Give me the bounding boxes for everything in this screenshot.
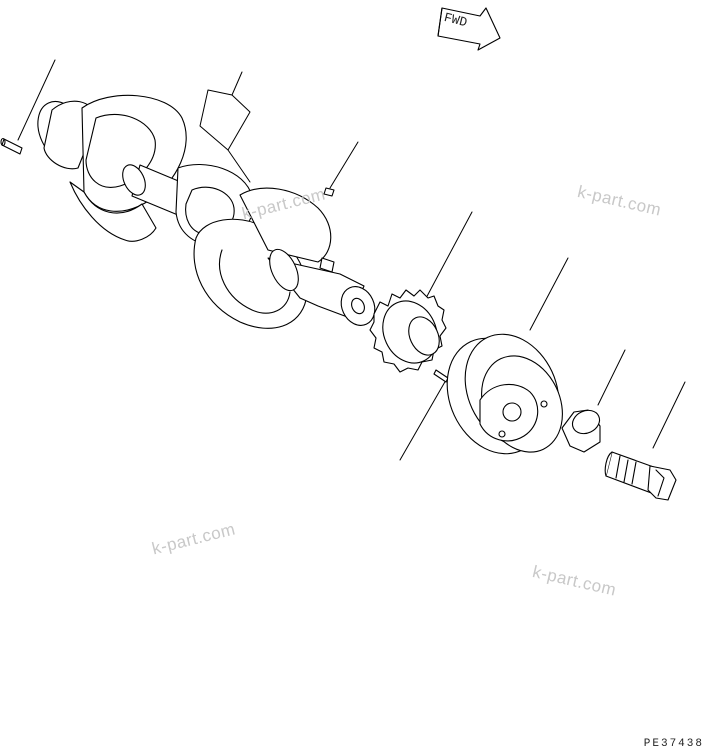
dowel-pin-icon [0, 137, 23, 155]
spring-pin-icon [433, 369, 449, 383]
pulley-icon [446, 333, 563, 455]
washer-icon [561, 409, 601, 453]
key-icon [323, 187, 335, 197]
figure-code: PE37438 [643, 738, 704, 750]
gear-icon [369, 289, 447, 373]
leader-lines [17, 59, 686, 461]
fwd-arrow-icon [437, 7, 501, 51]
bolt-icon [604, 451, 677, 501]
crankshaft-icon [37, 94, 376, 329]
